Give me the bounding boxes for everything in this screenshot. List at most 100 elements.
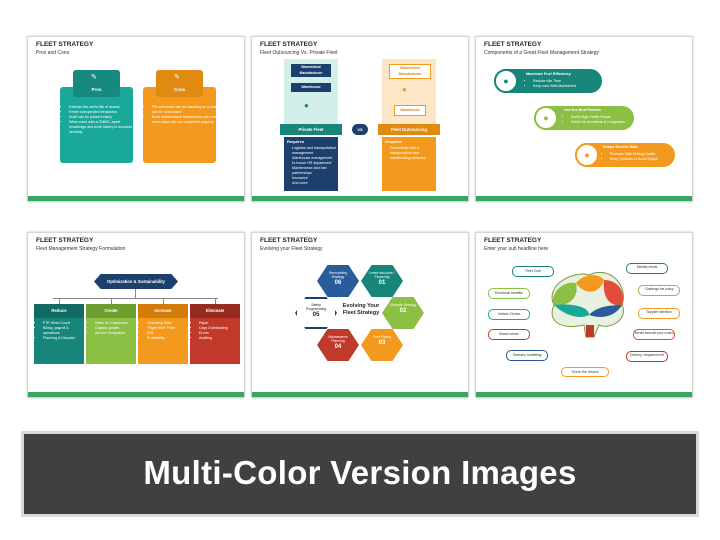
hexagon-number: 02 <box>399 308 407 315</box>
list-item: In-house HR department <box>292 161 338 166</box>
brain-label-right-3: Tensile beneath your control <box>633 329 675 340</box>
list-item: Partnership with a transportation and wa… <box>390 146 436 161</box>
left-box-manufacturer: Biomedical Manufacturer <box>291 64 331 77</box>
column-header-0: Reduce <box>34 304 84 318</box>
left-ribbon: Private Fleet <box>280 124 342 135</box>
list-item: Organic growth <box>95 326 134 331</box>
list-item: Value for Customers <box>95 321 134 326</box>
list-item: Service Integration <box>95 331 134 336</box>
list-item: PM schedules can be daunting as a detail… <box>152 105 220 115</box>
connector-vertical <box>135 289 136 298</box>
slide-title: FLEET STRATEGY <box>260 237 318 244</box>
column-connector-3 <box>215 298 216 304</box>
hexagon-label: Lifecycle Strategy <box>389 303 417 307</box>
list-item: Keep cars Well-Maintained <box>533 84 576 89</box>
brain-label-left-2: Vehicle Choice <box>488 309 530 320</box>
hexagon-label: Remodeling Strategy <box>328 271 348 280</box>
hexagon-label: Lease structure / Financing <box>369 271 395 280</box>
top-hexagon: Optimization & Sustainability <box>94 274 178 289</box>
right-truck-icon: ● <box>402 85 407 94</box>
list-item: Errors <box>199 331 238 336</box>
list-item: And more <box>292 181 338 186</box>
list-item: Keep Vehicles in Good Shape <box>610 157 658 162</box>
component-lines-1: Reduce Idle TimeKeep cars Well-Maintaine… <box>526 79 576 89</box>
list-item: ROI <box>147 331 186 336</box>
slide-subtitle: Enter your sub headline here <box>484 246 549 252</box>
component-lines-2: Avoid High-Traffic RoadsWatch for Accide… <box>564 115 625 125</box>
right-requirements: Requires Partnership with a transportati… <box>382 137 436 191</box>
component-heading-2: Use the Best Routes <box>564 108 601 112</box>
hexagon-label: Fuel Pricing <box>373 335 391 339</box>
vs-badge: VS <box>352 124 368 135</box>
slide-subtitle: Fleet Management Strategy Formulation <box>36 246 126 252</box>
bottom-pill: Serve the drivers <box>561 367 609 377</box>
brain-graphic <box>551 271 624 338</box>
list-item: Operating Ratio <box>147 321 186 326</box>
slide-pros-cons[interactable]: FLEET STRATEGY Pros and Cons ✎ Pros Exte… <box>27 36 245 202</box>
column-connector-1 <box>111 298 112 304</box>
column-connector-0 <box>59 298 60 304</box>
right-req-list: Partnership with a transportation and wa… <box>382 146 436 161</box>
list-item: Planning & Dispatch <box>43 336 82 341</box>
list-item: Fewer unexpected breakdown <box>69 110 137 115</box>
left-requirements: Requires Logistics and transportation ma… <box>284 137 338 191</box>
column-header-3: Eliminate <box>190 304 240 318</box>
left-req-list: Logistics and transportation managementW… <box>284 146 338 186</box>
slide-title: FLEET STRATEGY <box>484 41 542 48</box>
list-item: Avoid High-Traffic Roads <box>571 115 625 120</box>
hexagon-number: 03 <box>378 340 386 347</box>
list-item: Promote Safe Driving Habits <box>610 152 658 157</box>
cons-panel <box>143 87 216 163</box>
slide-title: FLEET STRATEGY <box>484 237 542 244</box>
hexagon-number: 06 <box>334 280 342 287</box>
list-item: Days Outstanding <box>199 326 238 331</box>
column-body-3: PaperDays OutstandingErrorsAuditing <box>190 318 240 364</box>
left-box-warehouse: Warehouse <box>291 83 331 92</box>
slide-brain-diagram[interactable]: FLEET STRATEGY Enter your sub headline h… <box>475 232 693 398</box>
list-item: FTE Head Count <box>43 321 82 326</box>
list-item: Logistics and transportation management <box>292 146 338 156</box>
list-item: "Right Size" Fleet <box>147 326 186 331</box>
center-label: Evolving Your Fleet Strategy <box>342 303 380 316</box>
list-item: Warehouse management <box>292 156 338 161</box>
list-item: Billing, payroll & operations <box>43 326 82 336</box>
pros-icon: ✎ <box>91 74 97 81</box>
slide-title: FLEET STRATEGY <box>36 41 94 48</box>
column-body-2: Operating Ratio"Right Size" FleetROIProf… <box>138 318 188 364</box>
pros-tab <box>73 70 120 97</box>
hexagon-label: Safety Programming <box>305 303 327 312</box>
hexagon-number: 05 <box>312 312 320 319</box>
slide-outsourcing-vs-private[interactable]: FLEET STRATEGY Fleet Outsourcing Vs. Pri… <box>251 36 469 202</box>
right-box-manufacturer: Biomedical Manufacturer <box>389 64 431 79</box>
column-header-1: Create <box>86 304 136 318</box>
component-circle-2: ● <box>534 106 558 130</box>
slide-components[interactable]: FLEET STRATEGY Components of a Great Fle… <box>475 36 693 202</box>
slide-evolving-strategy[interactable]: FLEET STRATEGY Evolving your Fleet Strat… <box>251 232 469 398</box>
left-truck-icon: ● <box>304 101 309 110</box>
component-circle-3: ● <box>575 143 599 167</box>
brain-label-left-0: Fleet Cost <box>512 266 554 277</box>
list-item: Auditing <box>199 336 238 341</box>
list-item: Reduce Idle Time <box>533 79 576 84</box>
list-item: Profitability <box>147 336 186 341</box>
pros-panel <box>60 87 133 163</box>
column-connector-2 <box>163 298 164 304</box>
left-req-heading: Requires <box>287 139 305 144</box>
brain-label-left-3: Brand needs <box>488 329 530 340</box>
brain-label-right-4: Delivery / department fit <box>626 351 668 362</box>
cons-icon: ✎ <box>174 74 180 81</box>
slide-title: FLEET STRATEGY <box>36 237 94 244</box>
slide-strategy-formulation[interactable]: FLEET STRATEGY Fleet Management Strategy… <box>27 232 245 398</box>
slide-title: FLEET STRATEGY <box>260 41 318 48</box>
connector-horizontal <box>53 298 218 299</box>
cons-tab <box>156 70 203 97</box>
pros-list: Extends the useful life of assetsFewer u… <box>62 105 137 135</box>
brain-label-right-0: Mobility needs <box>626 263 668 274</box>
list-item: When used with a CMMS, asset knowledge a… <box>69 120 137 135</box>
